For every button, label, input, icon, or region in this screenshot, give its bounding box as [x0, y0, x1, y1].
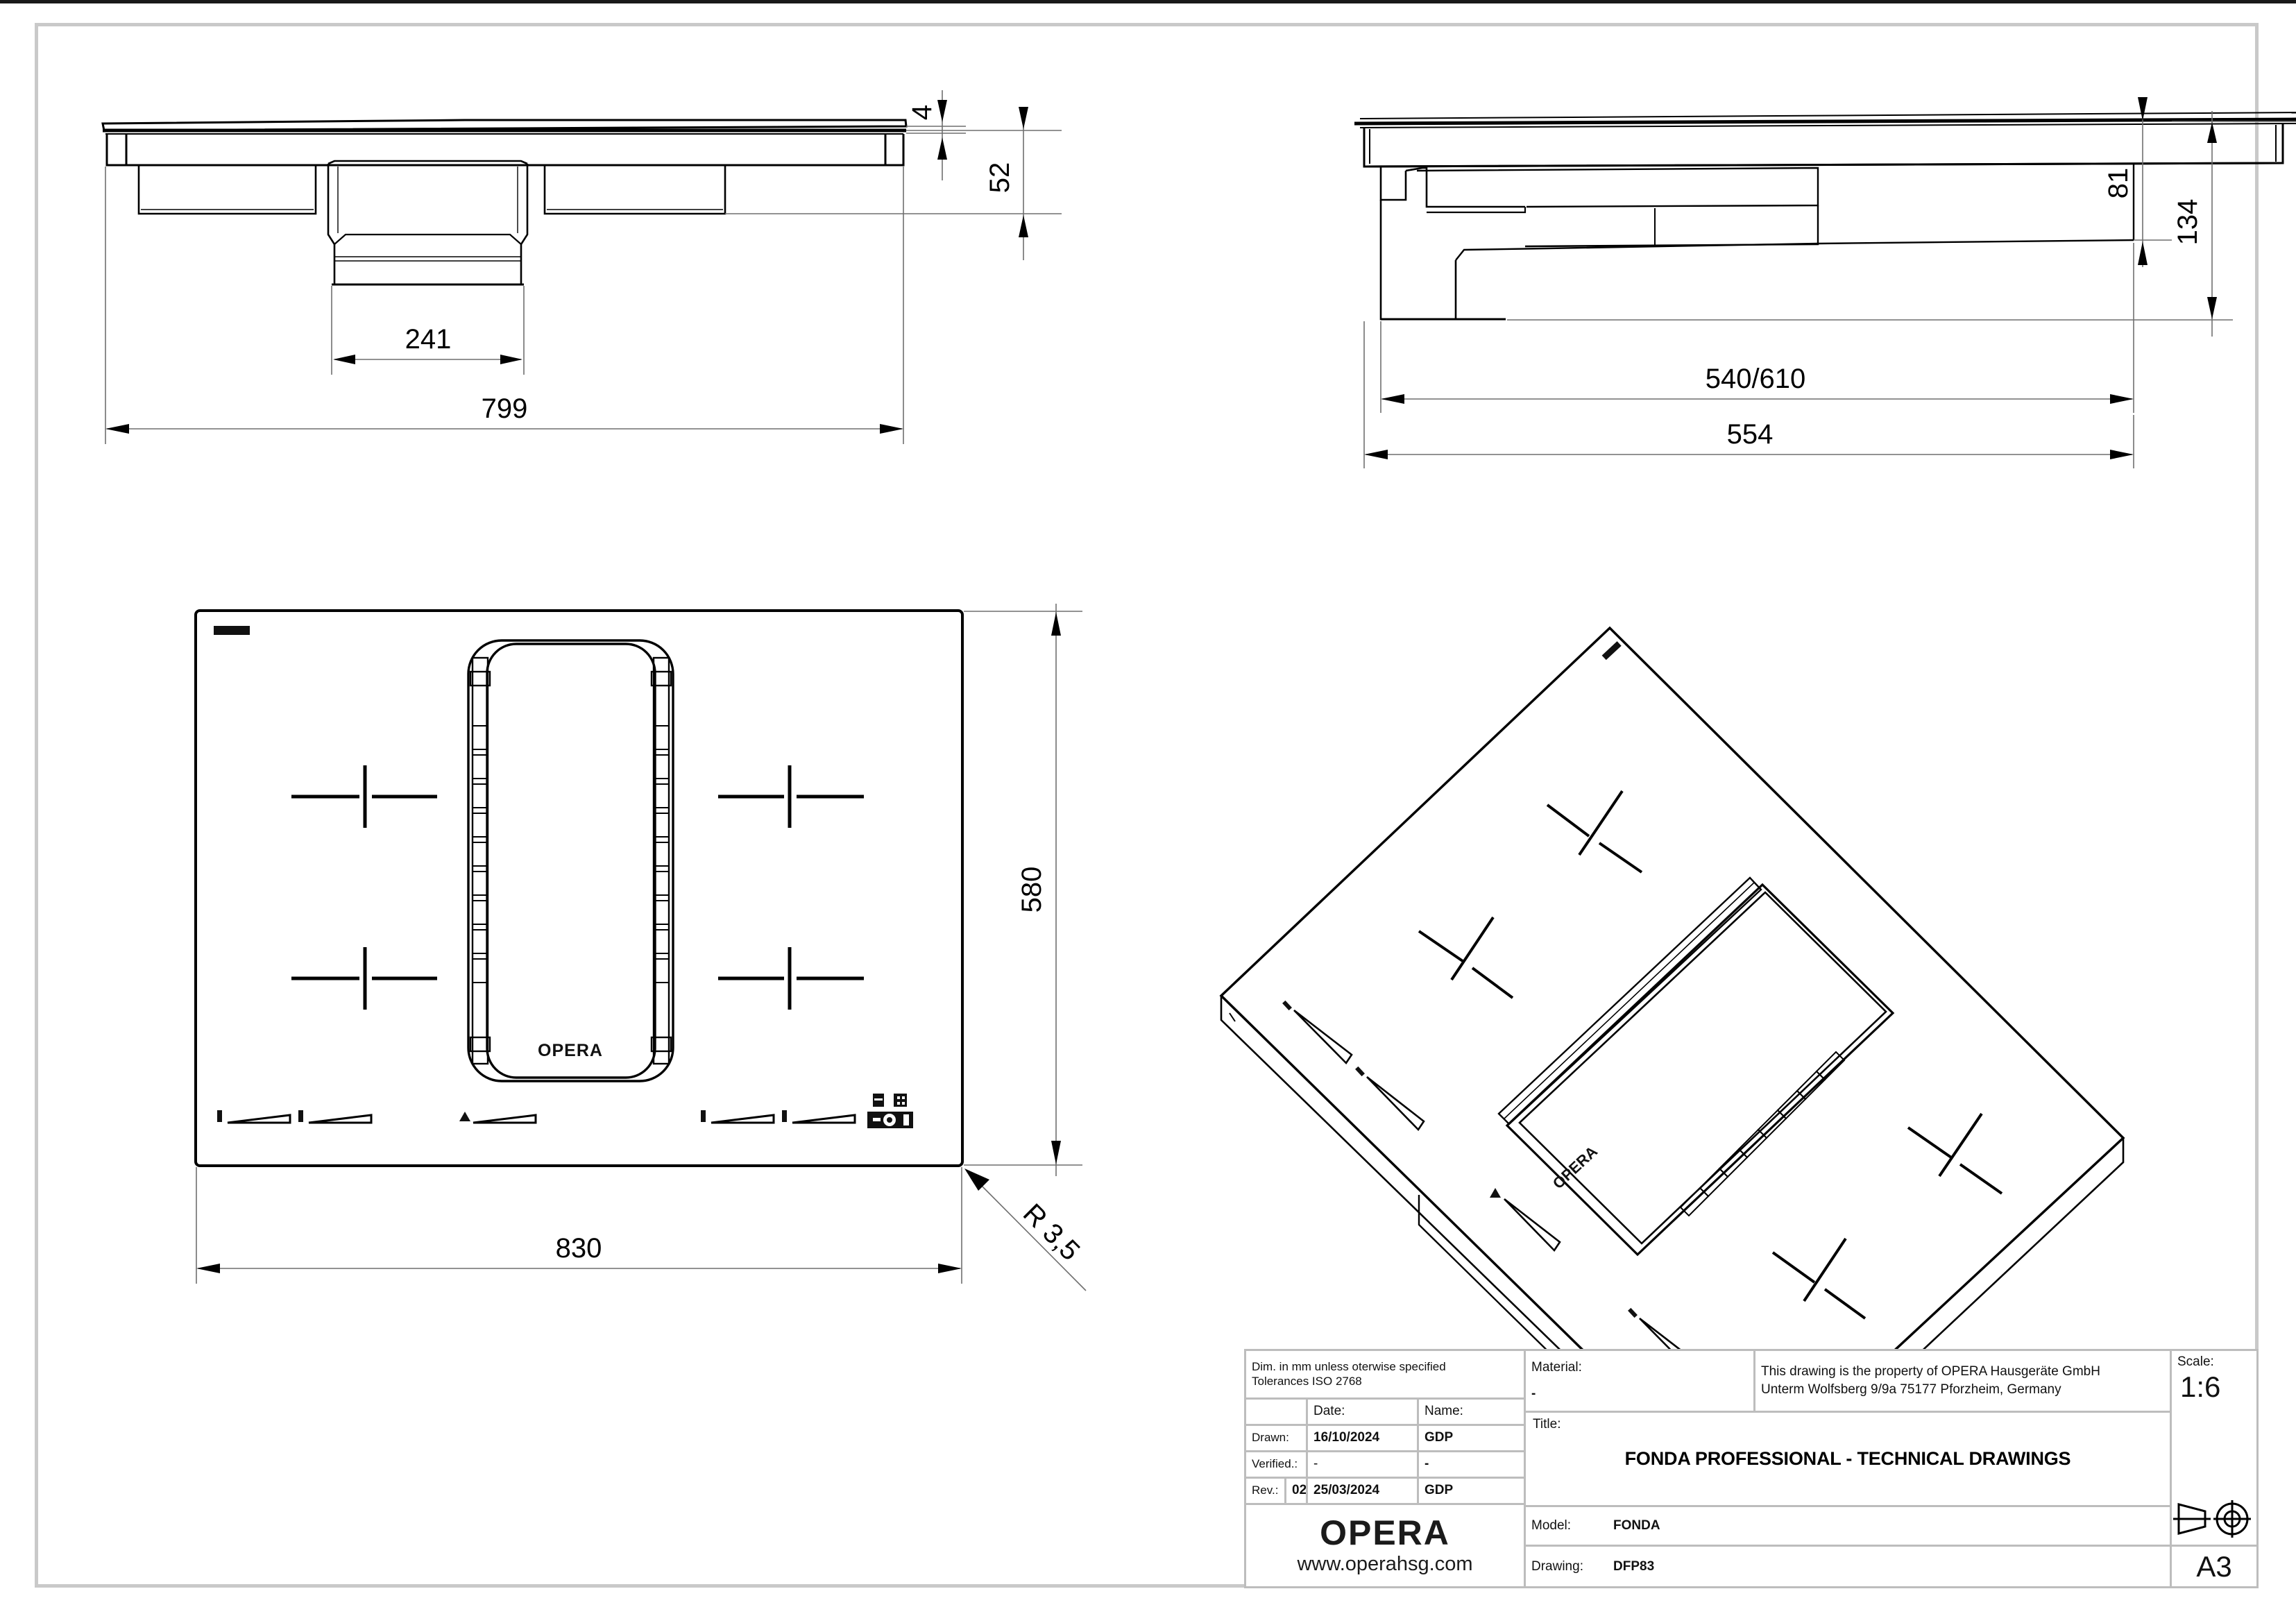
title-label: Title:: [1533, 1417, 1561, 1431]
row-label-drawn: Drawn:: [1252, 1431, 1289, 1445]
material-label: Material:: [1531, 1360, 1582, 1375]
dim-overall-depth-label: 580: [1017, 867, 1047, 913]
row-label-verified: Verified.:: [1252, 1457, 1298, 1471]
drawing-frame-border: [35, 23, 2259, 1588]
signoff-header-row: Date: Name:: [1246, 1399, 1524, 1426]
title-block: Dim. in mm unless oterwise specified Tol…: [1244, 1349, 2259, 1588]
drawing-number-row: Drawing: DFP83: [1526, 1547, 2170, 1586]
dim-thickness-label: 4: [907, 105, 937, 120]
company-logo-text: OPERA: [1320, 1513, 1450, 1552]
side-elevation-view: 81 134 540/610: [1339, 83, 2296, 611]
scale-value: 1:6: [2180, 1370, 2221, 1403]
sheet-size-value: A3: [2196, 1549, 2232, 1583]
material-and-property-row: Material: - This drawing is the property…: [1526, 1351, 2170, 1413]
dim-cutout-depth-label: 554: [1727, 419, 1774, 450]
drawing-label: Drawing:: [1531, 1558, 1583, 1574]
scale-label: Scale:: [2177, 1354, 2214, 1369]
signoff-header-name: Name:: [1417, 1399, 1524, 1424]
first-angle-projection-icon: [2173, 1497, 2255, 1540]
signoff-row-rev: Rev.: 02 25/03/2024 GDP: [1246, 1478, 1524, 1503]
dim-cutout-width-label: 799: [482, 393, 528, 424]
company-website: www.operahsg.com: [1297, 1552, 1473, 1575]
front-elevation-view: 4 52 241: [90, 83, 1131, 611]
drawing-title-field: Title: FONDA PROFESSIONAL - TECHNICAL DR…: [1526, 1413, 2170, 1505]
row-name-rev: GDP: [1417, 1478, 1524, 1503]
dim-body-depth-label: 52: [985, 162, 1015, 194]
material-value: -: [1531, 1386, 1536, 1401]
isometric-view: OPERA: [1152, 597, 2165, 1526]
control-slider-group[interactable]: [217, 1110, 856, 1124]
signoff-row-verified: Verified.: - -: [1246, 1452, 1524, 1479]
title-block-right-column: Scale: 1:6 A3: [2170, 1351, 2256, 1586]
row-date-rev: 25/03/2024: [1306, 1478, 1417, 1503]
row-rev-number: 02: [1284, 1478, 1306, 1503]
signoff-grid: Date: Name: Drawn: 16/10/2024 GDP Verifi…: [1246, 1399, 1524, 1505]
drawing-title-row: Title: FONDA PROFESSIONAL - TECHNICAL DR…: [1526, 1413, 2170, 1507]
row-label-rev: Rev.:: [1252, 1484, 1279, 1497]
iso-burner-marks: [1418, 790, 2003, 1320]
extractor-grille: OPERA: [467, 639, 674, 1082]
dim-overall-width-label: 830: [556, 1233, 602, 1264]
tolerance-notes: Dim. in mm unless oterwise specified Tol…: [1246, 1351, 1524, 1400]
material-field: Material: -: [1526, 1351, 1753, 1411]
signoff-header-blank: [1246, 1400, 1306, 1424]
burner-zone-marks: [291, 765, 864, 1010]
plan-view: OPERA: [90, 590, 1131, 1325]
drawing-value: DFP83: [1613, 1558, 1655, 1574]
model-row: Model: FONDA: [1526, 1507, 2170, 1547]
signoff-row-drawn: Drawn: 16/10/2024 GDP: [1246, 1425, 1524, 1452]
dim-motor-depth-label: 540/610: [1706, 364, 1806, 394]
company-logo-block: OPERA www.operahsg.com: [1246, 1505, 1524, 1586]
power-control-bar[interactable]: [867, 1112, 913, 1128]
dim-upper-height-label: 81: [2103, 168, 2134, 199]
signoff-header-date: Date:: [1306, 1399, 1417, 1424]
row-name-verified: -: [1417, 1452, 1524, 1477]
title-block-left-column: Dim. in mm unless oterwise specified Tol…: [1246, 1351, 1524, 1586]
ownership-statement: This drawing is the property of OPERA Ha…: [1753, 1351, 2170, 1411]
property-line-2: Unterm Wolfsberg 9/9a 75177 Pforzheim, G…: [1761, 1382, 2061, 1397]
sheet-top-bar: [0, 0, 2296, 3]
display-indicator-icons: [873, 1094, 907, 1107]
model-label: Model:: [1531, 1518, 1572, 1533]
brand-badge: [214, 626, 250, 635]
model-value: FONDA: [1613, 1518, 1660, 1533]
title-block-middle-column: Material: - This drawing is the property…: [1524, 1351, 2170, 1586]
notes-line-2: Tolerances ISO 2768: [1252, 1375, 1362, 1388]
dim-duct-width-label: 241: [405, 324, 452, 355]
scale-field: Scale: 1:6: [2172, 1351, 2256, 1547]
property-line-1: This drawing is the property of OPERA Ha…: [1761, 1364, 2100, 1379]
dim-total-height-label: 134: [2172, 199, 2203, 246]
notes-line-1: Dim. in mm unless oterwise specified: [1252, 1360, 1446, 1374]
row-name-drawn: GDP: [1417, 1425, 1524, 1450]
row-date-verified: -: [1306, 1452, 1417, 1477]
grille-brand-label: OPERA: [538, 1041, 603, 1060]
drawing-title-value: FONDA PROFESSIONAL - TECHNICAL DRAWINGS: [1624, 1448, 2071, 1469]
iso-extractor-grille: OPERA: [1497, 876, 1895, 1257]
row-date-drawn: 16/10/2024: [1306, 1425, 1417, 1450]
